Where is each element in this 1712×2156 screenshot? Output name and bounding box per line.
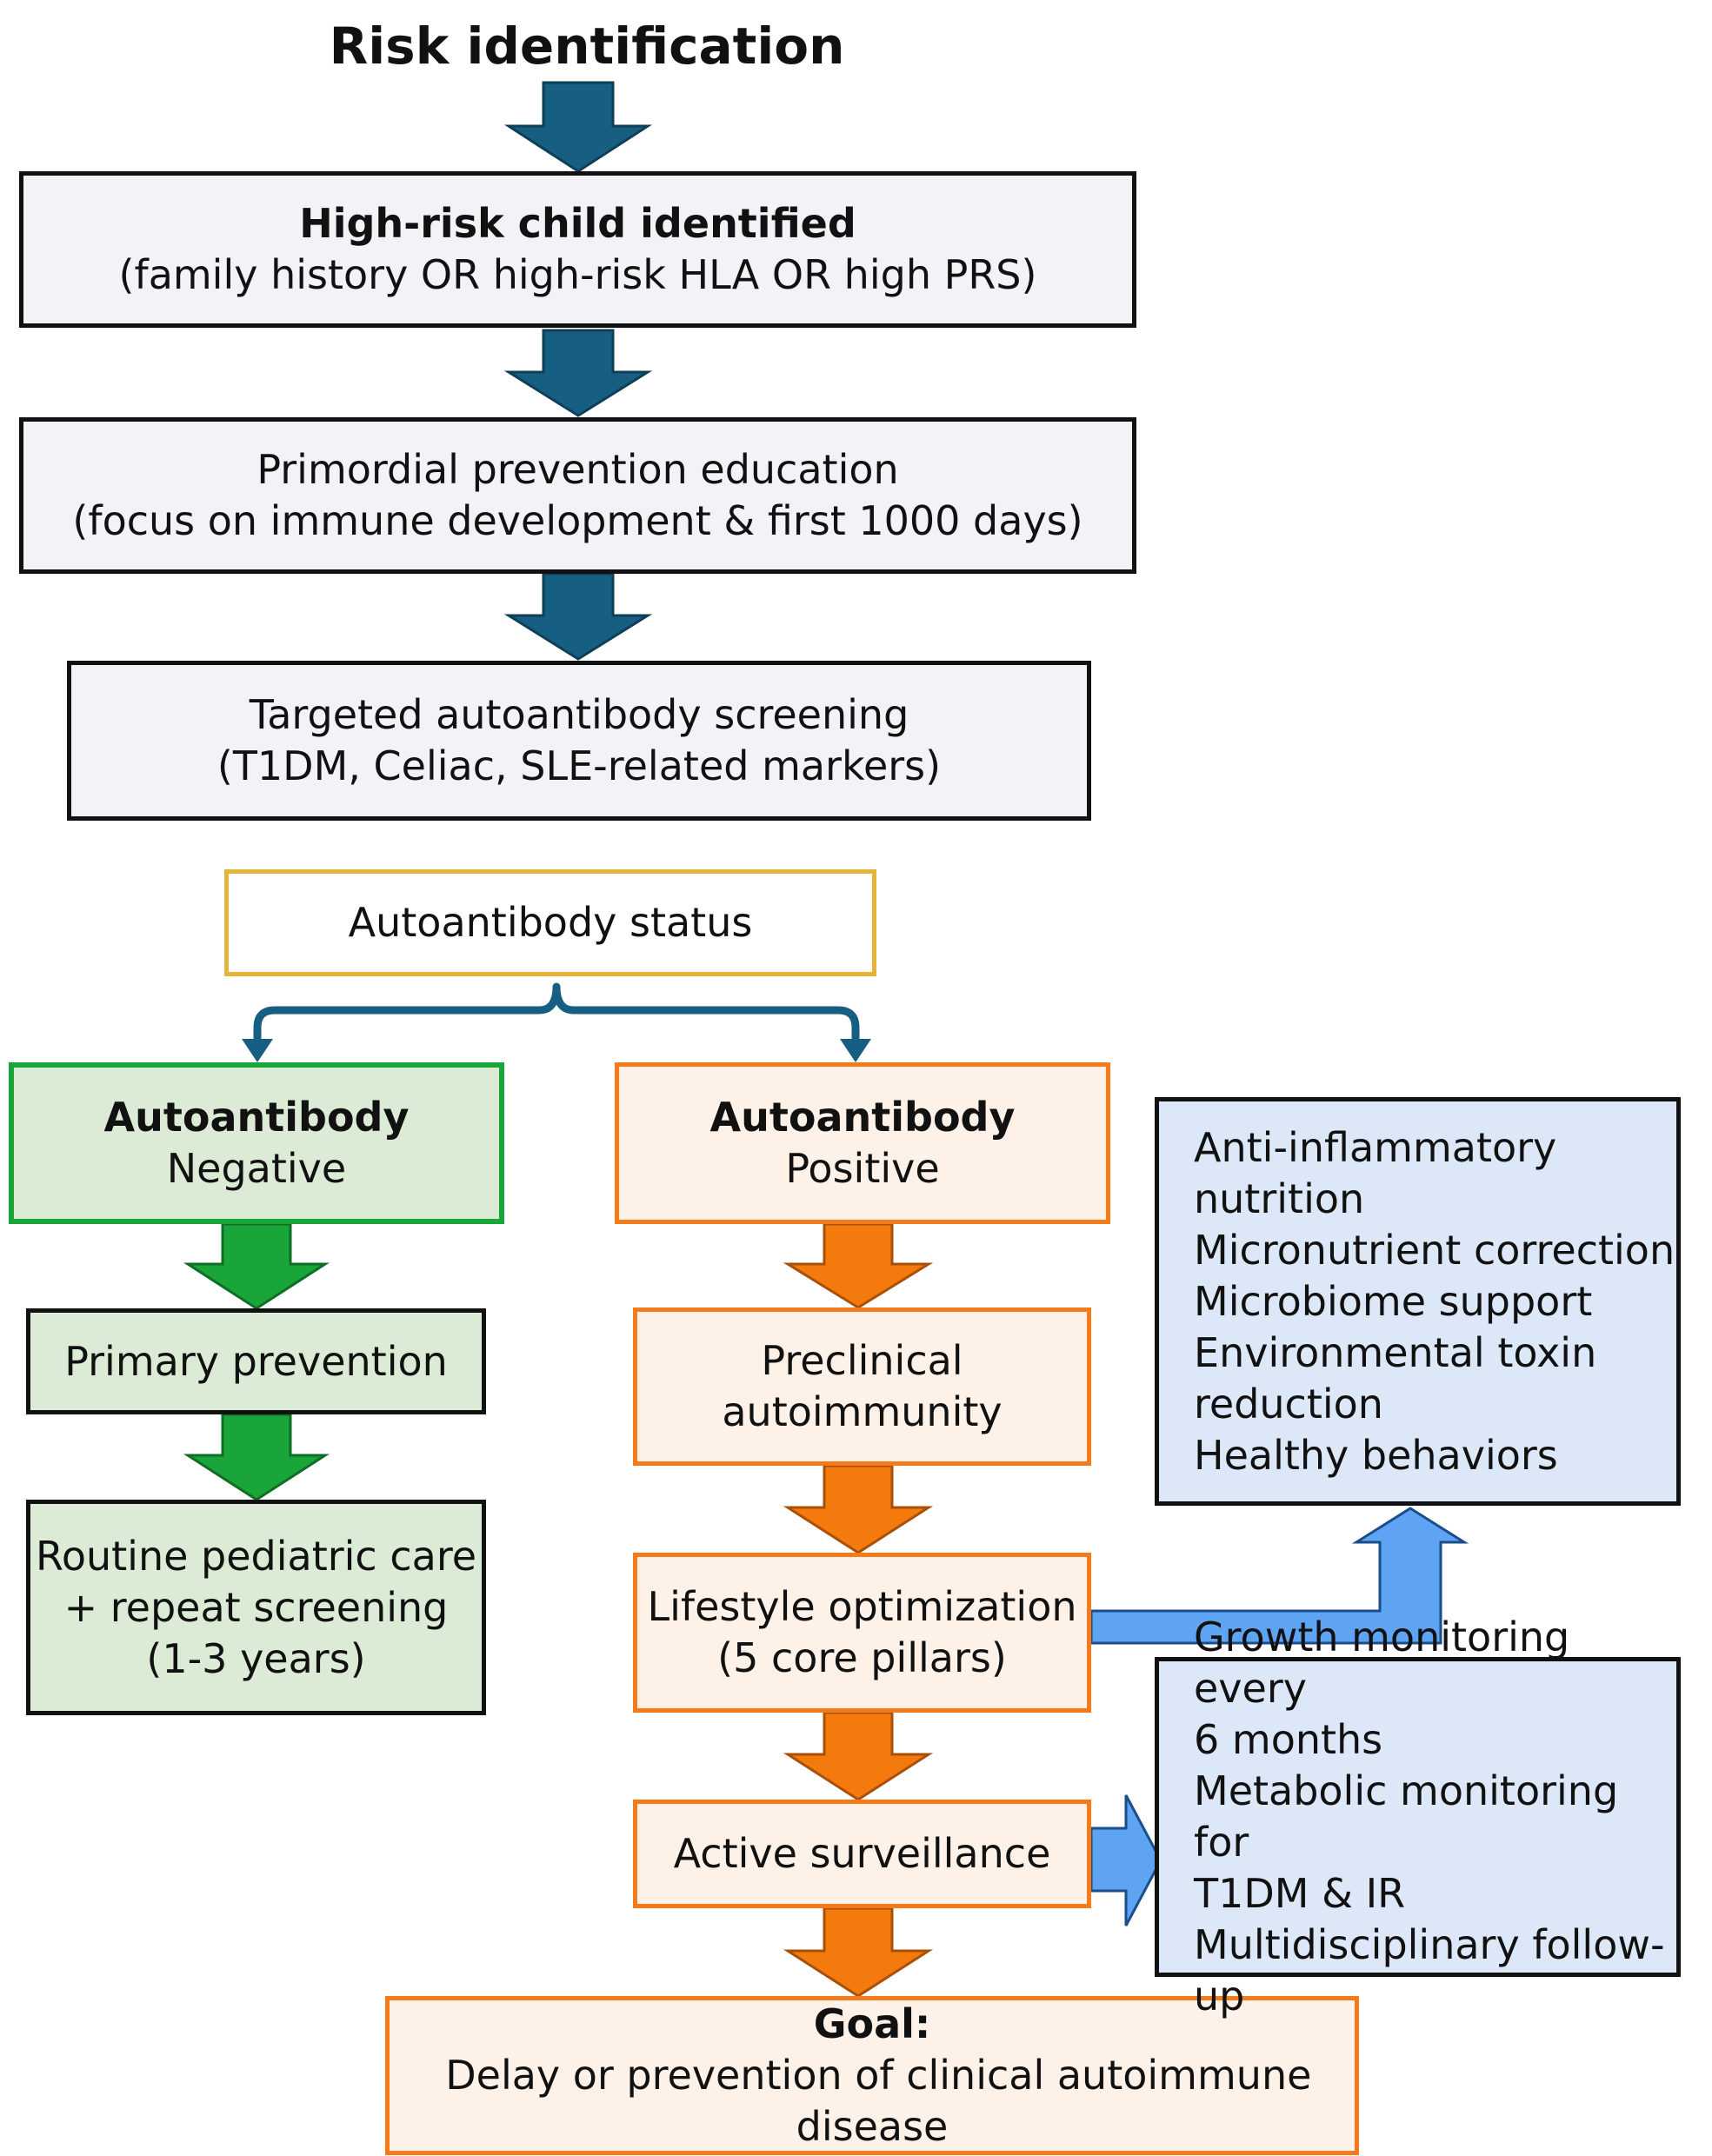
- arrow-surveillance-to-goal: [783, 1906, 934, 1998]
- lifestyle-box: Lifestyle optimization (5 core pillars): [633, 1553, 1091, 1713]
- lifestyle-line1: Lifestyle optimization: [647, 1583, 1077, 1630]
- lifestyle-line2: (5 core pillars): [717, 1634, 1007, 1681]
- routine-care-line2: + repeat screening: [63, 1583, 449, 1631]
- primordial-box: Primordial prevention education (focus o…: [19, 417, 1136, 574]
- pillars-line: Micronutrient correction: [1194, 1226, 1675, 1274]
- positive-label: Positive: [785, 1145, 940, 1192]
- monitoring-line: Growth monitoring every: [1194, 1614, 1570, 1712]
- monitoring-line: Multidisciplinary follow-up: [1194, 1921, 1665, 2020]
- primary-prevention-label: Primary prevention: [64, 1337, 448, 1385]
- screening-line2: (T1DM, Celiac, SLE-related markers): [216, 742, 942, 789]
- arrow-negative-to-primary: [183, 1222, 330, 1310]
- preclinical-box: Preclinical autoimmunity: [633, 1308, 1091, 1466]
- monitoring-line: T1DM & IR: [1194, 1870, 1406, 1917]
- goal-line1: Goal: Delay or prevention of clinical au…: [390, 1999, 1355, 2101]
- high-risk-box: High-risk child identified (family histo…: [19, 171, 1136, 328]
- screening-line1: Targeted autoantibody screening: [249, 691, 909, 738]
- routine-care-line1: Routine pediatric care: [35, 1532, 477, 1580]
- branch-connector: [253, 982, 860, 1046]
- high-risk-heading: High-risk child identified: [299, 200, 856, 247]
- primordial-line1: Primordial prevention education: [256, 446, 899, 493]
- monitoring-line: Metabolic monitoring for: [1194, 1767, 1619, 1866]
- pillars-line: Microbiome support: [1194, 1277, 1593, 1325]
- diagram-title: Risk identification: [329, 17, 845, 76]
- autoantibody-status-box: Autoantibody status: [224, 869, 876, 976]
- negative-heading: Autoantibody: [103, 1094, 410, 1141]
- arrow-lifestyle-to-surveillance: [783, 1711, 934, 1801]
- monitoring-box: Growth monitoring every 6 months Metabol…: [1155, 1614, 1681, 2020]
- negative-box: Autoantibody Negative: [9, 1062, 504, 1224]
- routine-care-box: Routine pediatric care + repeat screenin…: [26, 1500, 486, 1715]
- arrow-primary-to-routine: [183, 1413, 330, 1501]
- pillars-line: Environmental toxin: [1194, 1328, 1597, 1376]
- goal-box: Goal: Delay or prevention of clinical au…: [385, 1996, 1359, 2155]
- goal-line1-text: Delay or prevention of clinical autoimmu…: [432, 2052, 1312, 2099]
- screening-box: Targeted autoantibody screening (T1DM, C…: [67, 661, 1091, 821]
- arrow-primordial-to-screening: [503, 572, 653, 661]
- goal-bold-label: Goal:: [813, 2000, 931, 2047]
- arrow-lifestyle-to-pillars: [1089, 1507, 1469, 1645]
- high-risk-detail: (family history OR high-risk HLA OR high…: [118, 251, 1037, 298]
- arrow-preclinical-to-lifestyle: [783, 1464, 934, 1554]
- preclinical-line1: Preclinical: [761, 1337, 963, 1384]
- pillars-line: Anti-inflammatory: [1194, 1123, 1557, 1171]
- surveillance-box: Active surveillance: [633, 1800, 1091, 1908]
- arrow-surveillance-to-monitoring: [1089, 1794, 1162, 1926]
- positive-box: Autoantibody Positive: [615, 1062, 1110, 1224]
- routine-care-line3: (1-3 years): [146, 1634, 366, 1682]
- primary-prevention-box: Primary prevention: [26, 1308, 486, 1414]
- pillars-line: nutrition: [1194, 1174, 1365, 1222]
- negative-label: Negative: [166, 1145, 347, 1192]
- pillars-box: Anti-inflammatory nutrition Micronutrien…: [1155, 1097, 1681, 1506]
- status-label: Autoantibody status: [348, 899, 753, 946]
- positive-heading: Autoantibody: [709, 1094, 1016, 1141]
- arrow-positive-to-preclinical: [783, 1222, 934, 1309]
- branch-arrowhead-positive: [840, 1039, 871, 1062]
- arrow-title-to-high-risk: [503, 81, 653, 173]
- monitoring-line: 6 months: [1194, 1716, 1383, 1763]
- pillars-line: Healthy behaviors: [1194, 1431, 1558, 1479]
- branch-arrowhead-negative: [242, 1039, 273, 1062]
- pillars-line: reduction: [1194, 1380, 1383, 1427]
- surveillance-label: Active surveillance: [673, 1830, 1051, 1877]
- preclinical-line2: autoimmunity: [722, 1388, 1003, 1435]
- arrow-high-risk-to-primordial: [503, 329, 653, 417]
- primordial-line2: (focus on immune development & first 100…: [72, 497, 1083, 544]
- goal-line2: disease: [796, 2103, 949, 2150]
